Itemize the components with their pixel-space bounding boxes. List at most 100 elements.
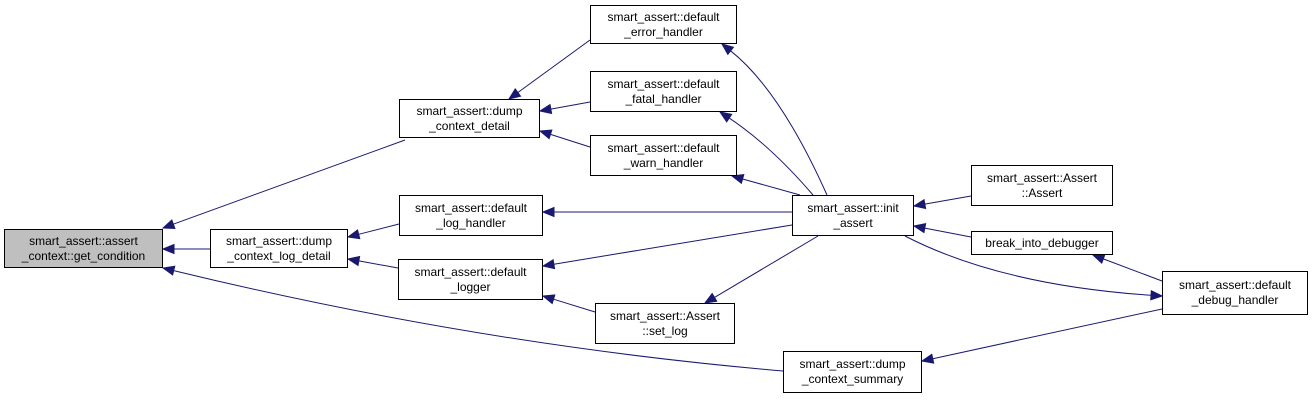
edge-init-to-error [720,43,828,196]
edge-error-to-detail-line [517,39,591,93]
edge-fatal-to-detail [538,101,591,115]
edge-summary-to-root-arrowhead [161,265,176,276]
edge-ctor-to-init-arrowhead [912,198,927,210]
edge-init-to-loghandler-arrowhead [541,206,555,218]
node-default-log-handler[interactable]: smart_assert::default _log_handler [399,195,543,236]
node-label-line1: smart_assert::default [1178,278,1292,292]
node-dump-context-summary[interactable]: smart_assert::dump _context_summary [783,351,922,393]
edge-loghandler-to-logdetail-arrowhead [346,229,361,240]
node-label-line2: _error_handler [624,24,703,39]
edge-summary-to-root [161,265,784,372]
edge-setlog-to-logger [541,294,596,313]
node-default-fatal-handler[interactable]: smart_assert::default _fatal_handler [590,71,737,112]
edge-logdetail-to-root [161,243,210,255]
node-label-line1: smart_assert::Assert [609,308,721,323]
edge-init-to-error-line [730,50,828,196]
edge-debughandler-to-summary-arrowhead [920,353,935,364]
node-root-line1: smart_assert::assert [29,233,138,248]
node-init-assert[interactable]: smart_assert::init _assert [792,195,914,236]
edge-debughandler-to-summary [920,308,1163,364]
edge-init-to-setlog-line [714,235,819,298]
node-label-line1: smart_assert::init [807,200,899,215]
node-label-line2: _context_log_detail [227,248,331,263]
edge-debughandler-to-break-line [1103,258,1163,282]
edge-fatal-to-detail-line [550,101,591,110]
node-label-line1: smart_assert::default [607,9,720,24]
node-label-line2: _warn_handler [623,155,704,170]
edge-logger-to-logdetail-line [358,260,399,269]
edge-logger-to-logdetail-arrowhead [346,255,361,267]
node-label-line1: smart_assert::default [607,140,720,155]
node-break-into-debugger[interactable]: break_into_debugger [971,231,1113,255]
edge-break-to-init [912,223,972,238]
edge-ctor-to-init [912,195,972,210]
node-label-line2: ::Assert [1021,185,1063,200]
node-label-line1: smart_assert::Assert [986,170,1098,185]
node-dump-context-detail[interactable]: smart_assert::dump _context_detail [399,99,540,138]
edge-summary-to-root-line [173,270,784,372]
node-root-line2: _context::get_condition [21,248,146,263]
node-label-line1: smart_assert::default [414,200,528,215]
edge-detail-to-root-line [173,139,406,225]
node-label-line1: smart_assert::dump [416,103,523,118]
edge-debughandler-to-summary-line [932,308,1163,360]
edge-error-to-detail [507,39,591,100]
edge-setlog-to-logger-line [553,298,596,313]
edge-logger-to-logdetail [346,255,399,269]
edge-warn-to-detail-arrowhead [538,129,553,140]
edge-init-to-debughandler-arrowhead [1150,289,1164,301]
edge-init-to-fatal [718,111,814,196]
edge-fatal-to-detail-arrowhead [538,103,553,115]
edge-warn-to-detail-line [550,133,591,148]
node-root: smart_assert::assert _context::get_condi… [4,229,163,268]
node-label-line2: _fatal_handler [625,91,702,106]
node-default-logger[interactable]: smart_assert::default _logger [398,259,543,300]
edge-ctor-to-init-line [924,195,972,205]
node-default-debug-handler[interactable]: smart_assert::default _debug_handler [1162,271,1308,315]
edge-init-to-warn-arrowhead [730,174,745,185]
edge-detail-to-root [161,139,406,229]
edge-logdetail-to-root-arrowhead [161,243,175,255]
edge-init-to-fatal-line [728,117,814,196]
edge-warn-to-detail [538,129,591,148]
edge-init-to-fatal-arrowhead [718,111,733,123]
edge-debughandler-to-break [1091,254,1163,282]
edge-init-to-warn-line [742,178,801,196]
node-label-line2: _context_summary [801,372,904,386]
node-label-line1: smart_assert::default [414,264,527,279]
edge-break-to-init-arrowhead [912,223,927,234]
node-assert-constructor[interactable]: smart_assert::Assert ::Assert [971,165,1113,206]
node-label-line2: _debug_handler [1191,293,1279,307]
edge-init-to-debughandler-line [904,235,1152,296]
node-label-line1: smart_assert::dump [799,357,906,371]
edge-error-to-detail-arrowhead [507,87,522,100]
node-label-line1: smart_assert::default [607,76,720,91]
node-label-line2: ::set_log [642,323,688,338]
edge-init-to-logger [541,224,793,270]
edge-debughandler-to-break-arrowhead [1091,254,1106,264]
node-label-line2: _context_detail [429,118,510,133]
edge-detail-to-root-arrowhead [161,219,176,229]
node-label-line1: smart_assert::dump [225,233,333,248]
node-default-warn-handler[interactable]: smart_assert::default _warn_handler [590,135,737,176]
edge-init-to-setlog [703,235,819,304]
node-dump-context-log-detail[interactable]: smart_assert::dump _context_log_detail [210,229,348,268]
edge-init-to-logger-line [553,224,793,265]
node-label-line1: break_into_debugger [985,235,1099,250]
edge-init-to-logger-arrowhead [541,258,556,270]
edge-setlog-to-logger-arrowhead [541,294,556,305]
node-default-error-handler[interactable]: smart_assert::default _error_handler [590,5,737,44]
edge-loghandler-to-logdetail-line [358,223,400,235]
edge-init-to-warn [730,174,801,196]
node-label-line2: _logger [450,279,491,294]
edge-loghandler-to-logdetail [346,223,400,240]
edge-break-to-init-line [924,227,972,238]
edge-init-to-debughandler [904,235,1164,301]
node-label-line2: _log_handler [436,215,506,230]
node-label-line2: _assert [833,215,873,230]
node-assert-set-log[interactable]: smart_assert::Assert ::set_log [595,303,735,344]
edge-init-to-setlog-arrowhead [703,292,718,304]
edge-init-to-loghandler [541,206,792,218]
